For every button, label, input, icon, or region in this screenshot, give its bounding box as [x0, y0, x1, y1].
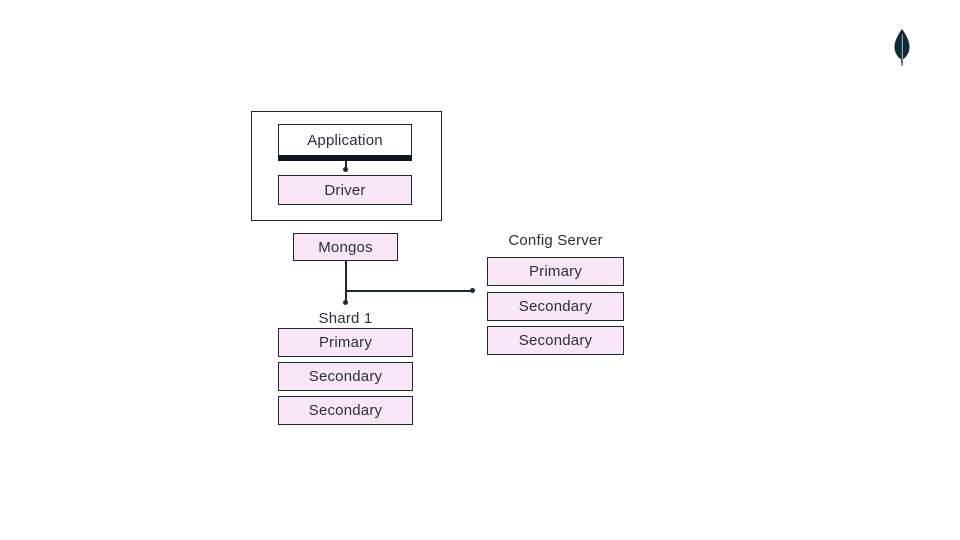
arrow-dot-shard: [343, 300, 348, 305]
application-node: Application: [278, 124, 412, 161]
application-label: Application: [307, 131, 383, 149]
config-secondary-label: Secondary: [518, 332, 593, 349]
config-primary-label: Primary: [528, 263, 583, 280]
shard-secondary-label: Secondary: [308, 368, 383, 385]
shard-cluster-label: Shard 1: [318, 310, 373, 327]
driver-node: Driver: [278, 175, 412, 205]
config-secondary-node: Secondary: [487, 326, 624, 355]
mongos-label: Mongos: [318, 238, 373, 256]
shard-secondary-node: Secondary: [278, 362, 413, 391]
shard-primary-node: Primary: [278, 328, 413, 357]
config-server-cluster-label: Config Server: [508, 232, 603, 249]
config-primary-node: Primary: [487, 257, 624, 286]
arrow-dot-application-driver: [343, 167, 348, 172]
config-secondary-label: Secondary: [518, 298, 593, 315]
mongos-node: Mongos: [293, 233, 398, 261]
driver-label: Driver: [324, 181, 366, 199]
connector-application-driver: [345, 161, 347, 168]
connector-mongos-config: [346, 290, 471, 292]
shard-primary-label: Primary: [318, 334, 373, 351]
arrow-dot-config: [470, 288, 475, 293]
shard-secondary-node: Secondary: [278, 396, 413, 425]
mongodb-leaf-icon: [894, 29, 910, 66]
config-secondary-node: Secondary: [487, 292, 624, 321]
connector-mongos-shard: [345, 261, 347, 303]
shard-secondary-label: Secondary: [308, 402, 383, 419]
